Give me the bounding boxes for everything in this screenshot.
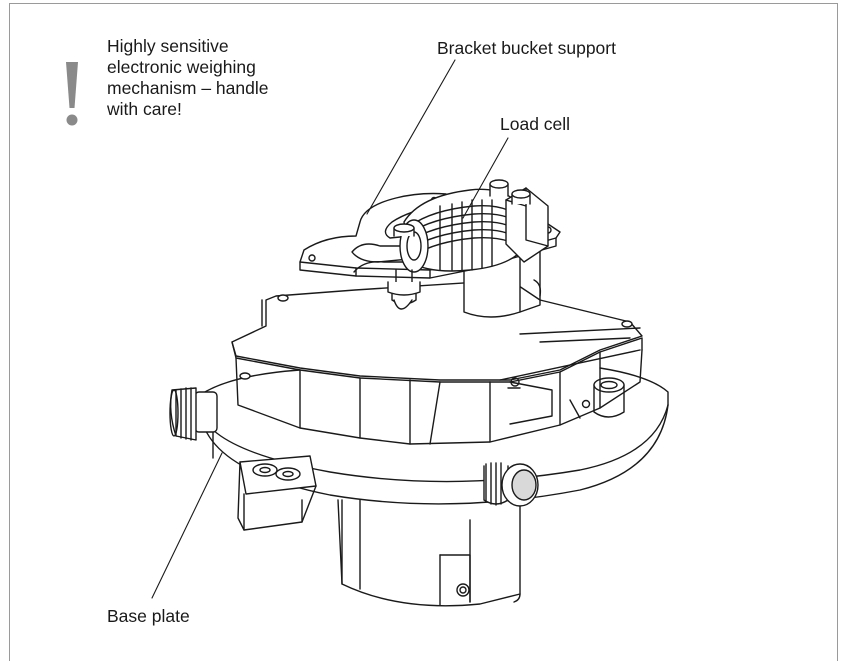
left-knob bbox=[169, 387, 218, 441]
load-cell bbox=[387, 179, 549, 310]
right-fitting bbox=[593, 377, 625, 418]
label-bracket-bucket-support: Bracket bucket support bbox=[437, 38, 616, 58]
label-base-plate: Base plate bbox=[107, 606, 190, 626]
front-knob bbox=[483, 462, 539, 507]
figure-frame bbox=[9, 3, 838, 661]
label-load-cell: Load cell bbox=[500, 114, 571, 134]
warning-line-4: with care! bbox=[107, 99, 182, 119]
leader-load-cell bbox=[462, 137, 509, 219]
base-foot bbox=[237, 455, 317, 531]
warning-line-2: electronic weighing bbox=[107, 57, 256, 77]
warning-line-1: Highly sensitive bbox=[107, 36, 229, 56]
central-column bbox=[463, 249, 542, 318]
leader-base-plate bbox=[151, 452, 223, 599]
lower-housing bbox=[337, 499, 521, 607]
leader-bracket bbox=[366, 59, 456, 215]
warning-text: Highly sensitive electronic weighing mec… bbox=[107, 36, 317, 120]
warning-line-3: mechanism – handle bbox=[107, 78, 269, 98]
base-plate-ring bbox=[199, 367, 669, 505]
exclamation-icon bbox=[66, 62, 78, 126]
leader-lines bbox=[151, 59, 509, 599]
